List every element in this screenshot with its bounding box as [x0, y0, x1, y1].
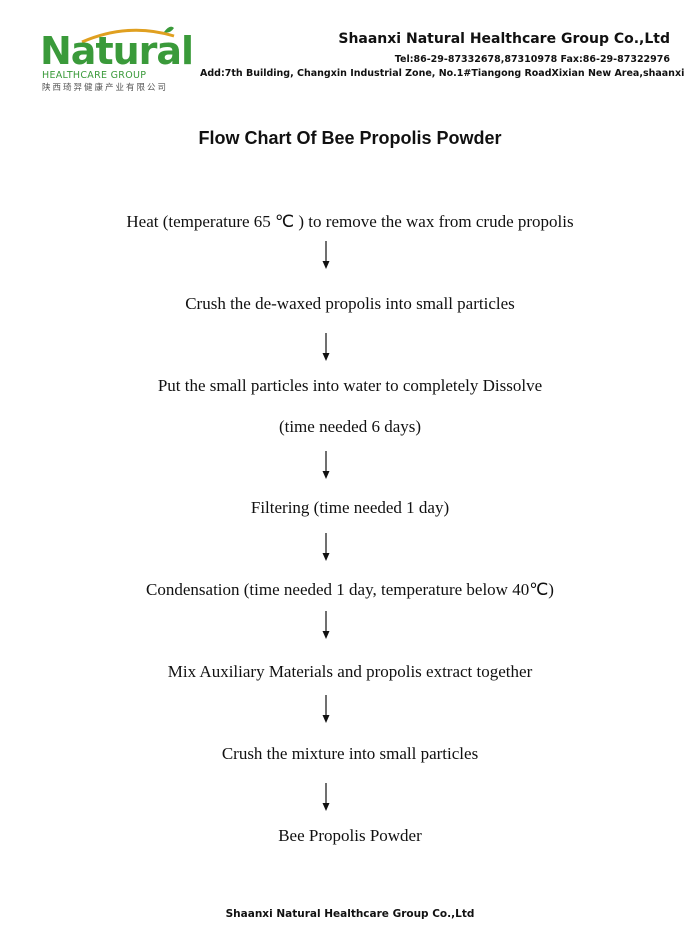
flow-step-dissolve: Put the small particles into water to co…: [157, 376, 543, 395]
flow-step-mix: Mix Auxiliary Materials and propolis ext…: [167, 662, 533, 681]
flow-step-filtering: Filtering (time needed 1 day): [250, 498, 450, 517]
flow-step-final-product: Bee Propolis Powder: [278, 826, 422, 845]
down-arrow-icon: [322, 695, 330, 723]
page-footer: Shaanxi Natural Healthcare Group Co.,Ltd: [225, 908, 475, 920]
company-header: Shaanxi Natural Healthcare Group Co.,Ltd…: [200, 30, 685, 81]
down-arrow-icon: [322, 241, 330, 269]
company-contact: Tel:86-29-87332678,87310978 Fax:86-29-87…: [394, 54, 670, 65]
flow-step-dissolve-time: (time needed 6 days): [278, 417, 422, 436]
logo-chinese-name: 陕西琦羿健康产业有限公司: [42, 83, 169, 93]
page-title: Flow Chart Of Bee Propolis Powder: [198, 128, 502, 148]
company-logo: Natural HEALTHCARE GROUP 陕西琦羿健康产业有限公司: [40, 26, 194, 93]
down-arrow-icon: [322, 451, 330, 479]
down-arrow-icon: [322, 333, 330, 361]
company-name: Shaanxi Natural Healthcare Group Co.,Ltd: [338, 31, 670, 47]
flow-step-crush: Crush the de-waxed propolis into small p…: [185, 294, 515, 313]
flow-step-crush-mixture: Crush the mixture into small particles: [221, 744, 479, 763]
logo-swoosh-icon: [81, 26, 175, 44]
flow-step-heat: Heat (temperature 65 ℃ ) to remove the w…: [126, 212, 574, 231]
down-arrow-icon: [322, 611, 330, 639]
flow-step-condensation: Condensation (time needed 1 day, tempera…: [146, 580, 554, 599]
down-arrow-icon: [322, 533, 330, 561]
company-address: Add:7th Building, Changxin Industrial Zo…: [200, 68, 685, 79]
down-arrow-icon: [322, 783, 330, 811]
logo-wordmark: Natural: [40, 29, 194, 73]
logo-subtitle: HEALTHCARE GROUP: [42, 70, 147, 81]
